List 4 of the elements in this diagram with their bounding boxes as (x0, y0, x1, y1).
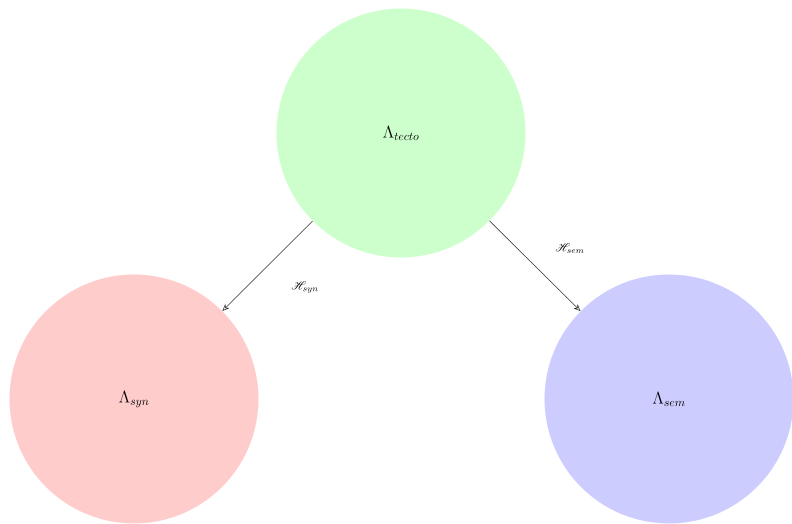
circle-node: $\Lambda_{syn}$ (10, 274, 258, 524)
circle-node: $\Lambda_{tecto}$ (276, 8, 526, 258)
edge-label: $\mathscr{H}_{syn}$ (290, 280, 320, 294)
edge-label: $\mathscr{H}_{sem}$ (554, 242, 586, 254)
